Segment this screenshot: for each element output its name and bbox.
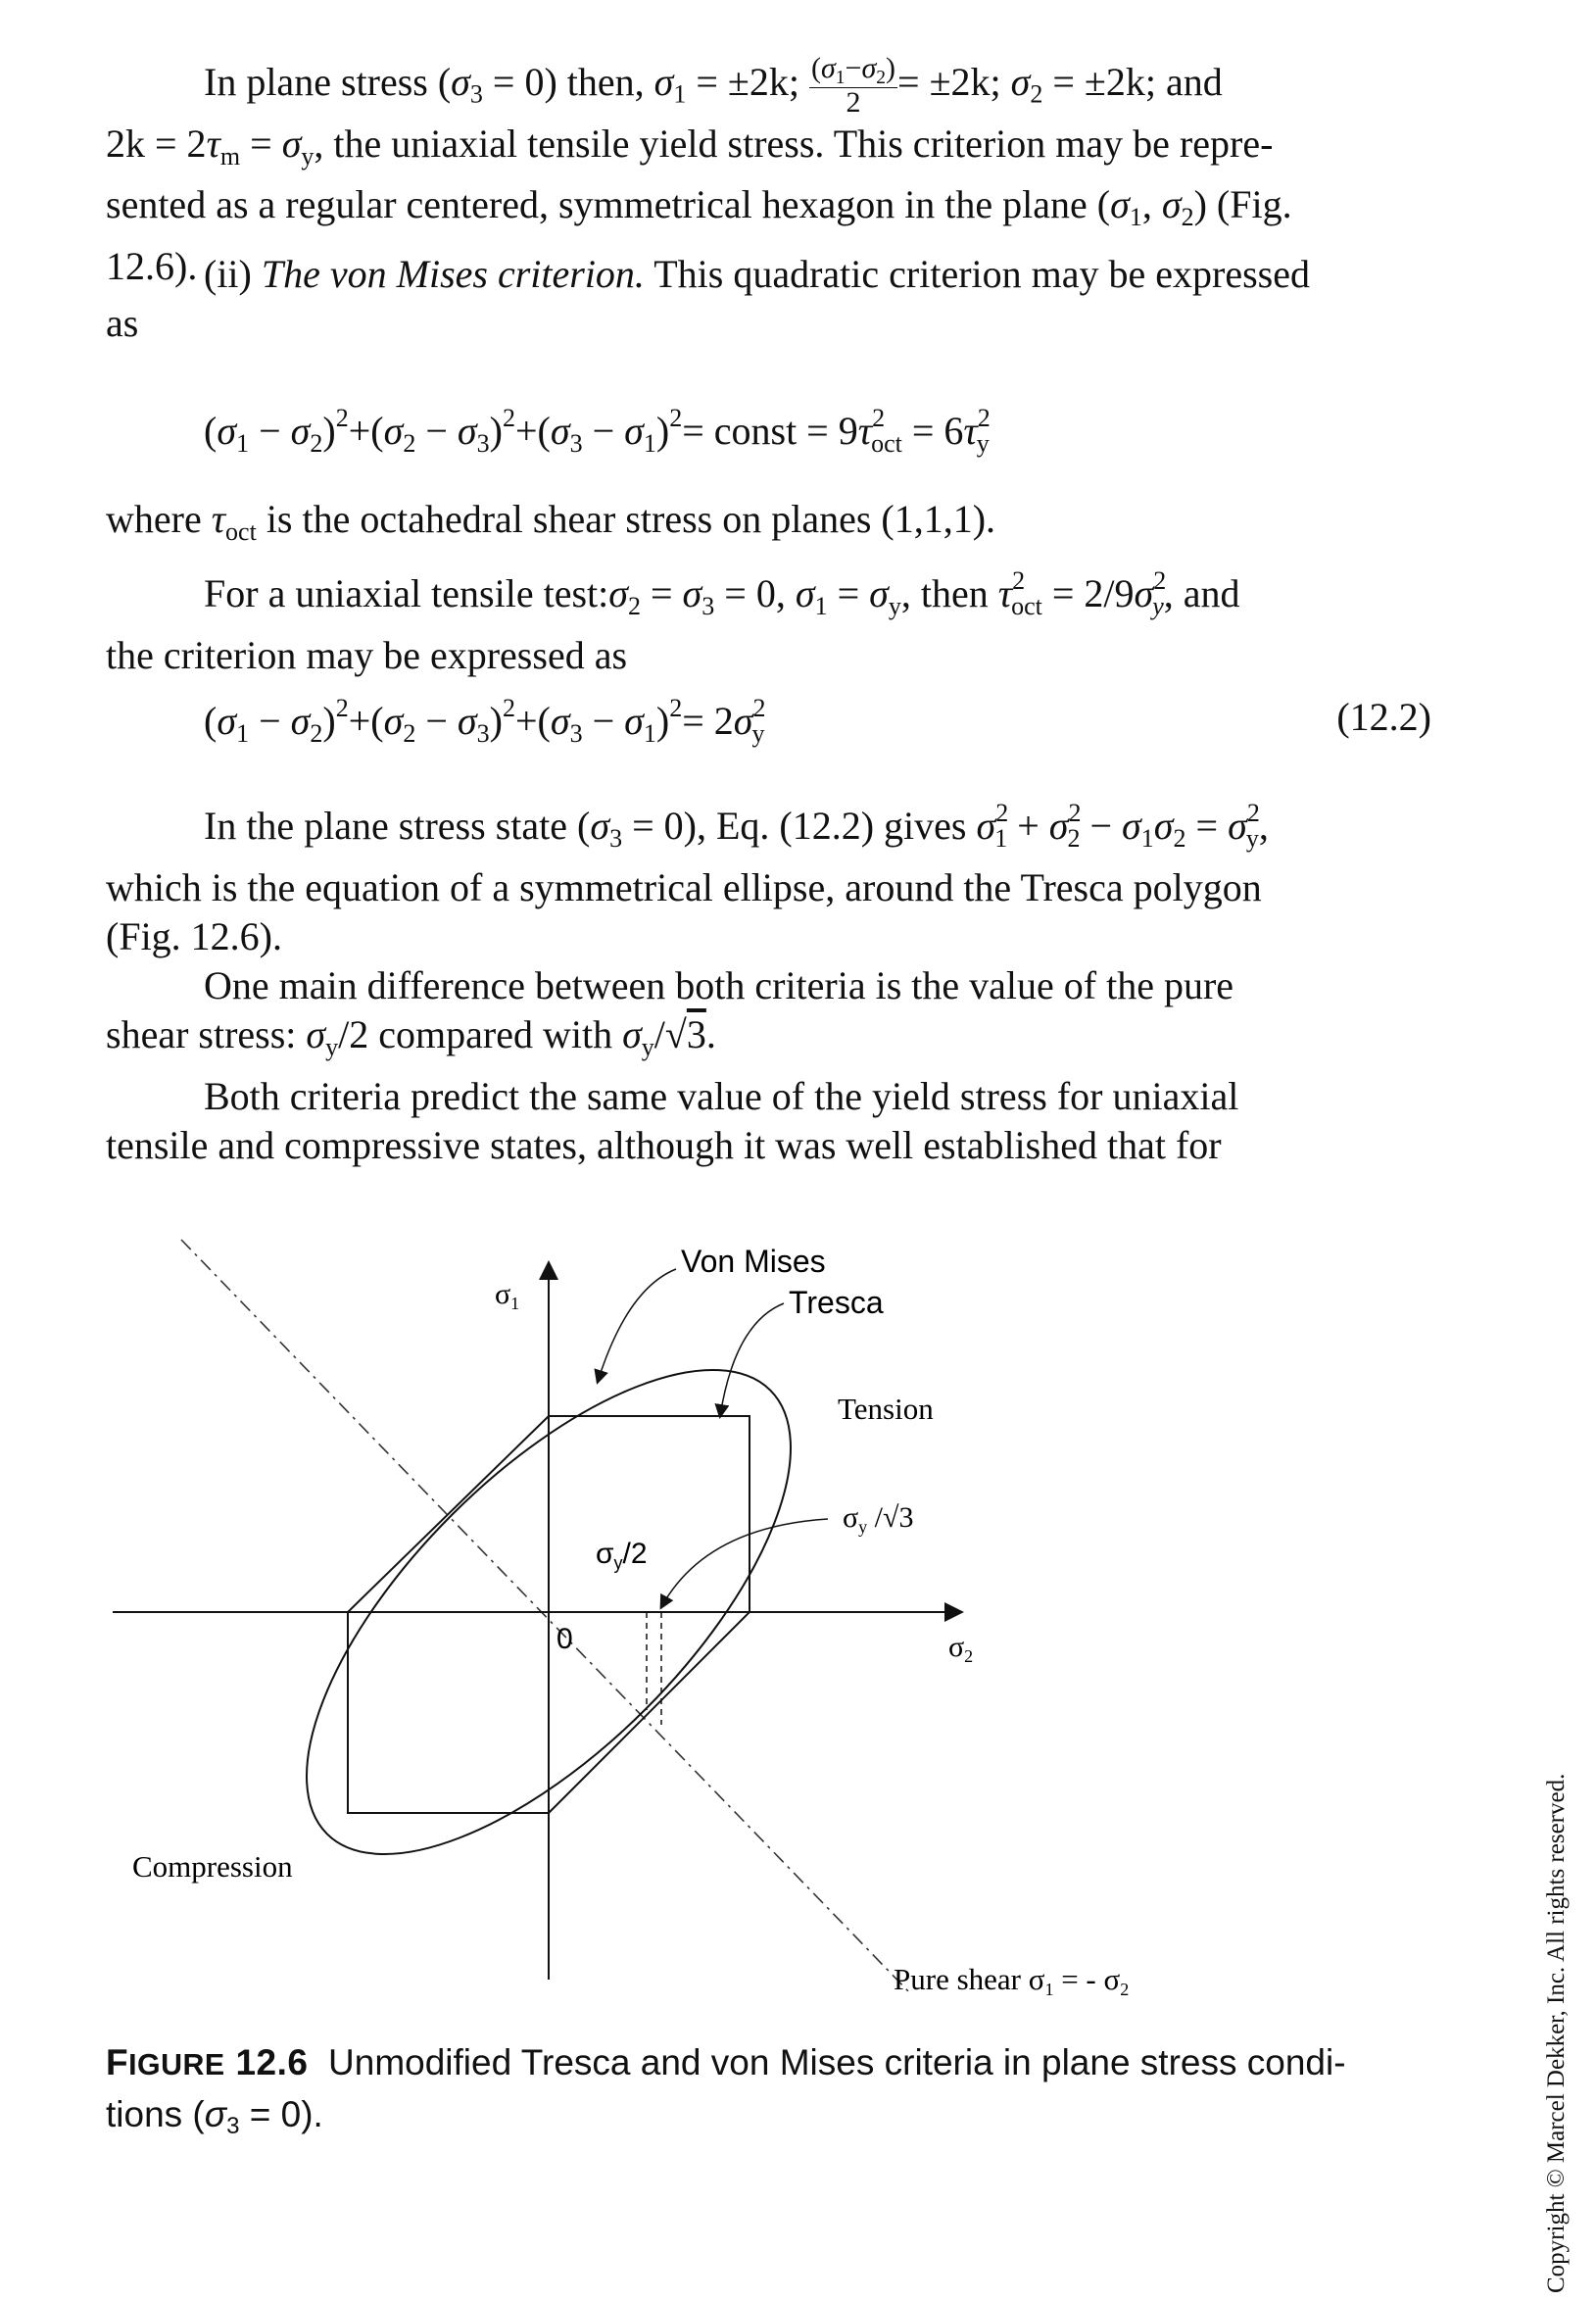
label-compression: Compression (132, 1849, 293, 1884)
label-sigma1: σ1 (495, 1278, 519, 1313)
von-mises-heading: The von Mises criterion. (261, 252, 645, 296)
label-sigma2: σ2 (948, 1631, 973, 1666)
figure-12-6: Von Mises Tresca Tension σy /√3 σy/2 0 σ… (113, 1239, 1129, 1999)
figure-label: FIGURE 12.6 (106, 2042, 309, 2082)
paragraph-von-mises: (ii) The von Mises criterion. This quadr… (106, 252, 1310, 345)
copyright-notice: Copyright © Marcel Dekker, Inc. All righ… (1543, 1773, 1570, 2293)
label-origin: 0 (556, 1623, 573, 1655)
figure-caption: FIGURE 12.6 Unmodified Tresca and von Mi… (106, 2042, 1346, 2140)
label-tresca: Tresca (789, 1285, 884, 1320)
label-tension: Tension (838, 1392, 934, 1426)
paragraph-plane-stress-state: In the plane stress state (σ3 = 0), Eq. … (106, 799, 1269, 1167)
label-sigma-y-half: σy/2 (596, 1538, 648, 1573)
paragraph-octahedral: where τoct is the octahedral shear stres… (106, 497, 1240, 677)
equation-number: (12.2) (1336, 695, 1431, 739)
equation-12-2: (σ1 − σ2)2+(σ2 − σ3)2+(σ3 − σ1)2= 2σ2y (204, 694, 766, 748)
von-mises-leader (594, 1268, 677, 1385)
paragraph-plane-stress: In plane stress (σ3 = 0) then, σ1 = ±2k;… (106, 52, 1292, 289)
pure-shear-line (180, 1239, 912, 1995)
label-von-mises: Von Mises (681, 1244, 826, 1279)
equation-von-mises: (σ1 − σ2)2+(σ2 − σ3)2+(σ3 − σ1)2= const … (204, 404, 991, 458)
label-pure-shear: Pure shear σ1 = - σ2 (894, 1962, 1129, 1999)
von-mises-ellipse (306, 1369, 792, 1855)
tresca-leader (714, 1302, 785, 1419)
tresca-hexagon (347, 1415, 750, 1814)
sqrt3-leader (659, 1518, 829, 1610)
label-sigma-y-sqrt3: σy /√3 (843, 1501, 913, 1537)
